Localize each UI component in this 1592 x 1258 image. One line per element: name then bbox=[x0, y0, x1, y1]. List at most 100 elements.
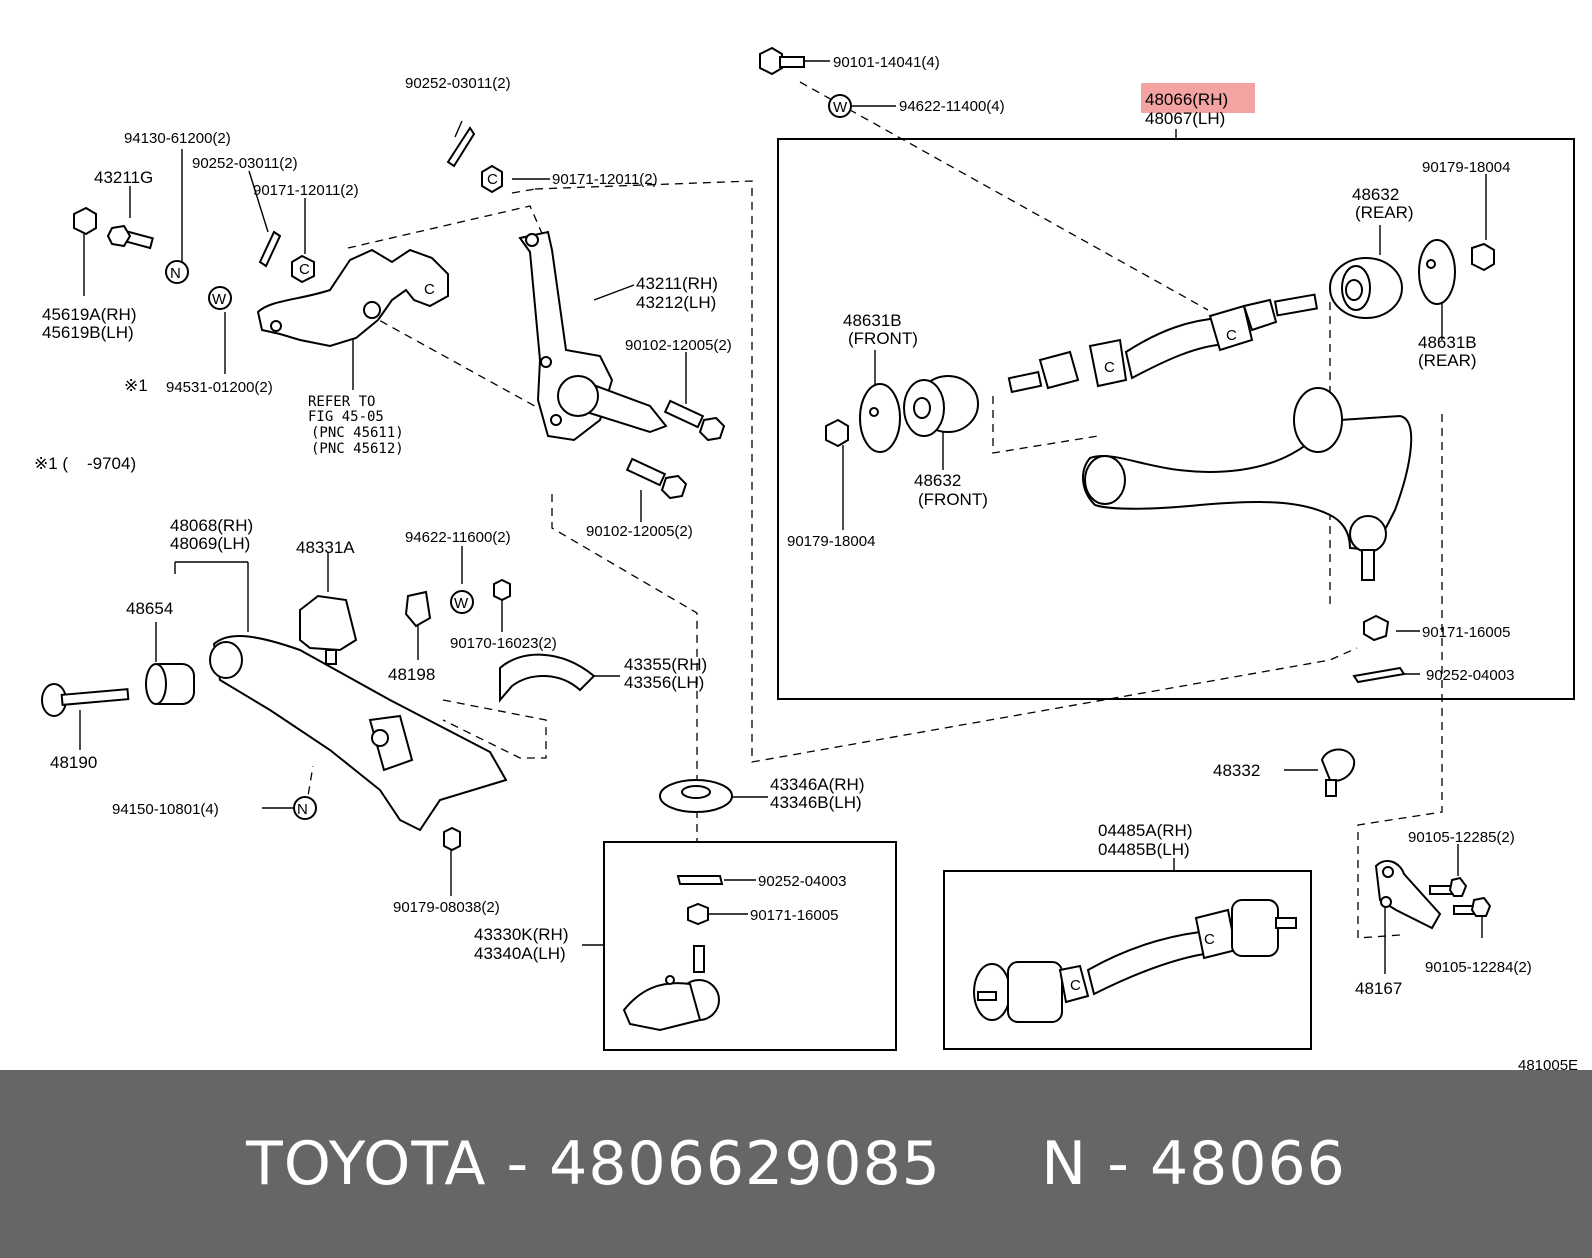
arm-kit-04485: C C bbox=[973, 899, 1297, 1023]
washer-94130: N bbox=[165, 260, 189, 284]
label-45619a: 45619A(RH) bbox=[42, 305, 137, 324]
footer-sep-1: - bbox=[486, 1129, 550, 1199]
stopper-48198 bbox=[404, 590, 432, 628]
label-90101: 90101-14041(4) bbox=[833, 54, 940, 71]
label-ref3: (PNC 45611) bbox=[311, 425, 404, 441]
label-48167: 48167 bbox=[1355, 979, 1402, 998]
label-90179-b: 90179-18004 bbox=[787, 533, 875, 550]
label-43212: 43212(LH) bbox=[636, 293, 716, 312]
seat-43346 bbox=[659, 779, 733, 813]
label-04485a: 04485A(RH) bbox=[1098, 821, 1193, 840]
washer-94622-top: W bbox=[828, 94, 852, 118]
nut-45619 bbox=[73, 206, 97, 236]
label-90171-a: 90171-12011(2) bbox=[253, 182, 359, 199]
washer-94150: N bbox=[293, 796, 317, 820]
label-48632-rear: 48632 bbox=[1352, 185, 1399, 204]
upper-arm-shaft: C C bbox=[1007, 293, 1319, 394]
nut-bj bbox=[687, 902, 709, 926]
dashed-lines bbox=[305, 81, 1443, 939]
footer-gap bbox=[941, 1129, 1041, 1199]
ball-joint-box bbox=[603, 841, 897, 1051]
bracket-48167 bbox=[1374, 859, 1442, 930]
nut-90171-16005-upper bbox=[1363, 614, 1390, 642]
figure-number: 481005E bbox=[1518, 1057, 1578, 1070]
stabilizer-bracket: C bbox=[256, 248, 449, 348]
label-43211g: 43211G bbox=[94, 168, 153, 187]
label-90252-c: 90252-04003 bbox=[1426, 667, 1514, 684]
svg-text:C: C bbox=[424, 281, 435, 298]
cover-43355 bbox=[499, 653, 596, 703]
svg-text:N: N bbox=[170, 265, 181, 282]
footer-pnc: 48066 bbox=[1149, 1129, 1346, 1199]
svg-text:C: C bbox=[1104, 359, 1115, 376]
label-90171-c: 90171-16005 bbox=[1422, 624, 1510, 641]
svg-text:C: C bbox=[299, 261, 310, 278]
label-48331a: 48331A bbox=[296, 538, 355, 557]
label-48631b-rear: 48631B bbox=[1418, 333, 1477, 352]
steering-knuckle bbox=[518, 230, 668, 442]
label-90102-a: 90102-12005(2) bbox=[625, 337, 732, 354]
label-90171-b: 90171-12011(2) bbox=[552, 171, 658, 188]
label-48631b-rear-2: (REAR) bbox=[1418, 351, 1477, 370]
washer-94531: W bbox=[208, 286, 232, 310]
svg-text:N: N bbox=[297, 801, 308, 818]
upper-arm-body bbox=[1082, 387, 1413, 581]
nut-90171-top: C bbox=[481, 164, 503, 194]
bumper-48331a bbox=[299, 594, 358, 665]
label-90252-b: 90252-03011(2) bbox=[192, 155, 298, 172]
bump-stopper-48332 bbox=[1320, 748, 1356, 797]
washer-48631b-rear bbox=[1418, 239, 1456, 305]
label-note: ※1 ( -9704) bbox=[34, 454, 136, 473]
label-48632-rear-2: (REAR) bbox=[1355, 203, 1414, 222]
bushing-48632-front bbox=[903, 375, 979, 437]
bolt-90102-b bbox=[625, 457, 688, 500]
bolt-48190 bbox=[41, 683, 130, 717]
nut-90171-left: C bbox=[291, 254, 315, 284]
svg-text:C: C bbox=[487, 171, 498, 188]
label-04485b: 04485B(LH) bbox=[1098, 840, 1190, 859]
svg-text:W: W bbox=[212, 291, 227, 308]
label-90179-c: 90179-08038(2) bbox=[393, 899, 500, 916]
footer-prefix: N bbox=[1041, 1129, 1088, 1199]
label-43330k: 43330K(RH) bbox=[474, 925, 569, 944]
label-48067: 48067(LH) bbox=[1145, 109, 1225, 128]
label-90252-a: 90252-03011(2) bbox=[405, 75, 511, 92]
bolt-90101 bbox=[759, 46, 805, 76]
label-94130: 94130-61200(2) bbox=[124, 130, 231, 147]
label-48068: 48068(RH) bbox=[170, 516, 253, 535]
arm-kit-box bbox=[943, 870, 1312, 1050]
label-90179-a: 90179-18004 bbox=[1422, 159, 1510, 176]
label-43211: 43211(RH) bbox=[636, 274, 718, 293]
label-45619b: 45619B(LH) bbox=[42, 323, 134, 342]
ball-joint-43330k bbox=[622, 945, 720, 1032]
washer-48631b-front bbox=[859, 383, 901, 453]
label-94150: 94150-10801(4) bbox=[112, 801, 219, 818]
bolt-43211g bbox=[106, 224, 154, 250]
highlight-48066 bbox=[1141, 83, 1255, 113]
leader-lines bbox=[79, 60, 1487, 974]
label-90171-d: 90171-16005 bbox=[750, 907, 838, 924]
label-48632-front-2: (FRONT) bbox=[918, 490, 988, 509]
footer-banner: TOYOTA - 4806629085 N - 48066 bbox=[0, 1070, 1592, 1258]
label-43346b: 43346B(LH) bbox=[770, 793, 862, 812]
bushing-48654 bbox=[145, 663, 195, 705]
label-90170: 90170-16023(2) bbox=[450, 635, 557, 652]
label-90105-b: 90105-12284(2) bbox=[1425, 959, 1532, 976]
label-48190: 48190 bbox=[50, 753, 97, 772]
label-48631b-front-2: (FRONT) bbox=[848, 329, 918, 348]
svg-text:W: W bbox=[454, 595, 469, 612]
label-48632-front: 48632 bbox=[914, 471, 961, 490]
label-ref4: (PNC 45612) bbox=[311, 441, 404, 457]
cotter-pin-top bbox=[446, 126, 476, 168]
lower-arm bbox=[209, 635, 508, 832]
label-90252-d: 90252-04003 bbox=[758, 873, 846, 890]
footer-sep-2: - bbox=[1087, 1129, 1150, 1199]
svg-text:C: C bbox=[1226, 327, 1237, 344]
label-ref2: FIG 45-05 bbox=[308, 409, 384, 425]
label-43355: 43355(RH) bbox=[624, 655, 707, 674]
label-48198: 48198 bbox=[388, 665, 435, 684]
nut-90179-08038 bbox=[443, 826, 461, 852]
bolt-90105-b bbox=[1453, 896, 1492, 917]
label-90102-b: 90102-12005(2) bbox=[586, 523, 693, 540]
label-43346a: 43346A(RH) bbox=[770, 775, 865, 794]
